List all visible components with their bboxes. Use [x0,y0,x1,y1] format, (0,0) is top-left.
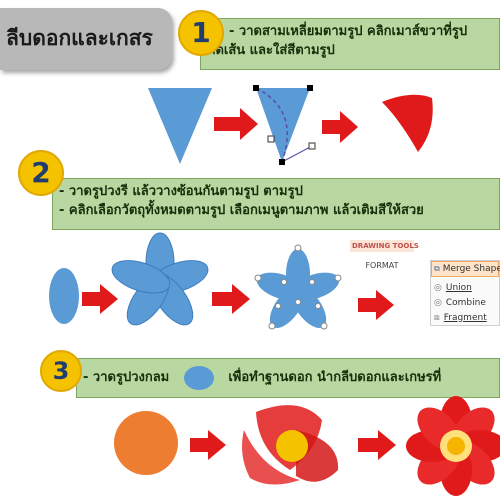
selection-handle [254,274,262,282]
step-2-line-2: - คลิกเลือกวัตถุทั้งหมดตามรูป เลือกเมนูต… [59,203,424,218]
arrow-3a [190,430,226,460]
step-2-badge: 2 [18,150,64,196]
step-2-line-1: - วาดรูปวงรี แล้ววางซ้อนกันตามรูป ตามรูป [59,184,303,199]
menu-item-combine[interactable]: ◎ Combine [431,295,499,310]
union-label: Union [445,282,472,293]
merge-shapes-label: Merge Shapes [442,264,500,274]
selection-handle [275,303,281,309]
merge-shapes-menu: ⧉ Merge Shapes ◎ Union ◎ Combine ⧈ Fragm… [430,260,500,326]
red-petal [382,94,433,152]
blue-triangle [148,88,212,164]
drawing-tools-ribbon: DRAWING TOOLS FORMAT [350,240,419,280]
selection-handle [294,244,302,252]
union-icon: ◎ [434,282,442,293]
selection-handle [268,322,276,330]
arrow-2c [358,290,394,320]
selection-handle [309,279,315,285]
combine-label: Combine [445,297,486,308]
step-3-text-b: เพื่อทำฐานดอก นำกลีบดอกและเกษรที่ [228,370,442,385]
merge-shapes-icon: ⧉ [434,264,440,273]
step-1-illustration [148,85,433,165]
handle-line [281,145,313,163]
selection-handle [315,303,321,309]
edit-point-5 [267,135,275,143]
step-2-note: - วาดรูปวงรี แล้ววางซ้อนกันตามรูป ตามรูป… [52,178,500,230]
selection-handle [295,299,301,305]
arrow-1b [322,111,358,143]
selected-flower [254,244,342,330]
orange-circle [114,411,178,475]
step-1-note: - วาดสามเหลี่ยมตามรูป คลิกเมาส์ขวาที่รูป… [200,18,500,70]
arrow-2b [212,284,250,314]
five-petal-flower [111,232,209,326]
step-2-illustration [49,232,394,330]
step-3-text-a: - วาดรูปวงกลม [83,370,170,385]
page-title: ลีบดอกและเกสร [6,26,153,50]
arrow-2a [82,284,118,314]
title-banner [0,8,172,70]
drawing-tools-label: DRAWING TOOLS [350,240,419,252]
format-tab[interactable]: FORMAT [365,261,399,270]
triangle-edit-shape [256,88,310,162]
finished-flower [406,396,500,496]
edit-point-2 [307,85,313,91]
fragment-label: Fragment [443,312,487,323]
step-3-badge: 3 [40,350,82,392]
menu-item-fragment[interactable]: ⧈ Fragment [431,310,499,325]
step-1-badge: 1 [178,10,224,56]
fragment-icon: ⧈ [434,312,440,323]
edit-point-3 [279,159,285,165]
flower-base-in-progress [242,405,339,485]
arrow-1a [214,108,258,140]
yellow-center [276,430,308,462]
merge-shapes-button[interactable]: ⧉ Merge Shapes [431,261,500,277]
menu-item-union[interactable]: ◎ Union [431,280,499,295]
selection-handle [281,279,287,285]
triangle-curve-edit [255,87,288,163]
step-1-line-2: ตัดเส้น และใส่สีตามรูป [207,43,335,58]
blue-circle-inline [183,365,214,390]
combine-icon: ◎ [434,297,442,308]
blue-oval [49,268,79,324]
edit-point-1 [253,85,259,91]
arrow-3b [358,430,396,460]
selection-handle [320,322,328,330]
step-1-line-1: - วาดสามเหลี่ยมตามรูป คลิกเมาส์ขวาที่รูป [229,24,468,39]
edit-point-4 [308,142,316,150]
selection-handle [334,274,342,282]
